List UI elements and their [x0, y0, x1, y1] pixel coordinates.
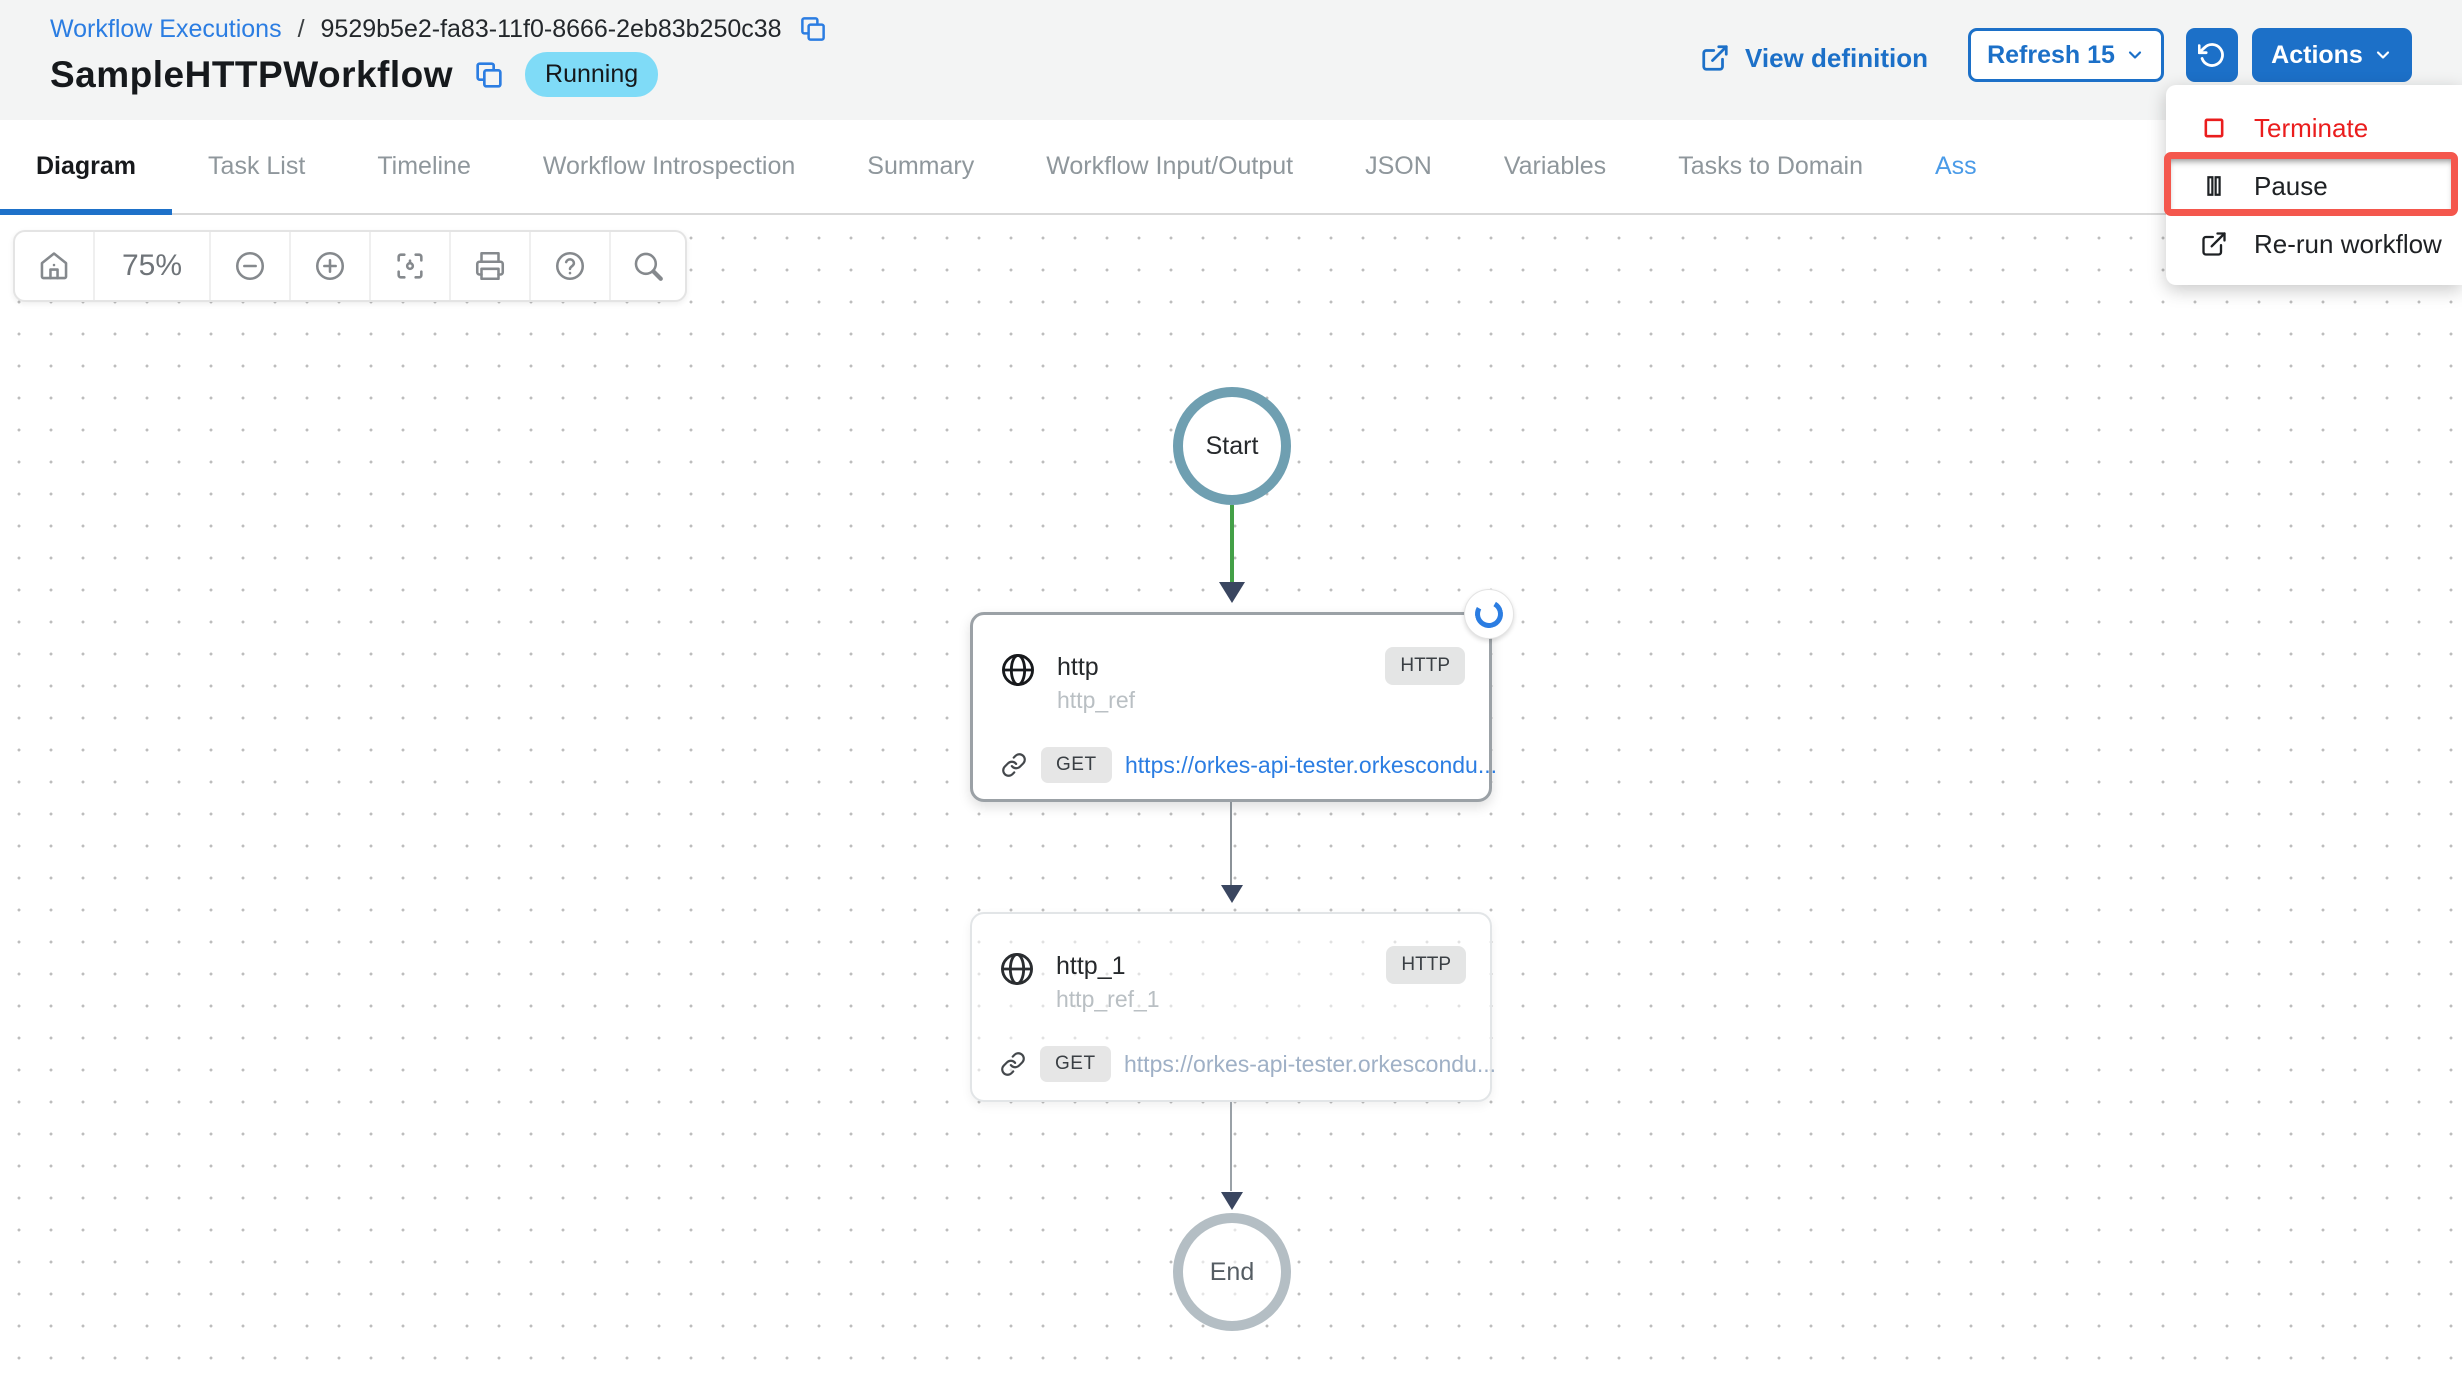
end-node-label: End: [1209, 1257, 1255, 1286]
task-url-link[interactable]: https://orkes-api-tester.orkescondu...: [1125, 752, 1498, 778]
copy-icon[interactable]: [798, 14, 828, 44]
task-card-http[interactable]: http http_ref HTTP GET https://orkes-api…: [970, 612, 1497, 802]
task-card-http-1[interactable]: http_1 http_ref_1 HTTP GET https://orkes…: [970, 912, 1496, 1102]
task-running-spinner: [1464, 589, 1514, 639]
actions-button-label: Actions: [2271, 40, 2363, 69]
task-method-badge: GET: [1041, 747, 1112, 783]
tab-tasks-to-domain[interactable]: Tasks to Domain: [1642, 120, 1899, 213]
tab-label: Workflow Input/Output: [1046, 152, 1294, 180]
menu-item-rerun-workflow[interactable]: Re-run workflow: [2166, 215, 2462, 273]
chevron-down-icon: [2373, 45, 2393, 65]
tab-json[interactable]: JSON: [1329, 120, 1468, 213]
status-badge: Running: [525, 52, 659, 97]
task-ref: http_ref_1: [1056, 986, 1160, 1012]
breadcrumb-separator: /: [297, 14, 305, 43]
help-button[interactable]: [531, 232, 611, 300]
menu-item-pause[interactable]: Pause: [2166, 157, 2462, 215]
start-node[interactable]: Start: [1173, 387, 1291, 505]
task-name: http_1: [1056, 952, 1126, 980]
menu-item-terminate[interactable]: Terminate: [2166, 99, 2462, 157]
tab-label: Variables: [1503, 152, 1607, 180]
arrowhead-start-to-http: [1219, 582, 1245, 603]
task-url-link[interactable]: https://orkes-api-tester.orkescondu...: [1124, 1051, 1497, 1077]
actions-dropdown-menu: Terminate Pause Re-run workflow: [2166, 85, 2462, 285]
external-link-icon: [2200, 230, 2228, 258]
print-icon: [473, 249, 507, 283]
task-method-badge: GET: [1040, 1046, 1111, 1082]
menu-item-label: Re-run workflow: [2254, 228, 2442, 259]
tab-bar: Diagram Task List Timeline Workflow Intr…: [0, 120, 2462, 215]
tab-truncated[interactable]: Ass: [1899, 120, 2013, 213]
tab-label: Timeline: [377, 152, 471, 180]
refresh-button-label: Refresh 15: [1987, 40, 2115, 69]
spinner-arc: [1471, 596, 1507, 632]
zoom-in-icon: [313, 249, 347, 283]
zoom-out-button[interactable]: [211, 232, 291, 300]
zoom-level-label: 75%: [121, 249, 183, 282]
task-type-badge: HTTP: [1386, 946, 1466, 984]
task-type-badge: HTTP: [1385, 647, 1465, 685]
tab-task-list[interactable]: Task List: [172, 120, 341, 213]
task-ref: http_ref: [1057, 687, 1135, 713]
external-link-icon: [1700, 43, 1730, 73]
tab-diagram[interactable]: Diagram: [0, 120, 173, 215]
end-node[interactable]: End: [1173, 1213, 1291, 1331]
stop-icon: [2200, 114, 2228, 142]
page-title: SampleHTTPWorkflow: [50, 53, 454, 95]
pause-icon: [2200, 172, 2228, 200]
chevron-down-icon: [2125, 45, 2145, 65]
tab-variables[interactable]: Variables: [1468, 120, 1642, 213]
connector-http-to-http1: [1230, 802, 1232, 886]
refresh-now-button[interactable]: [2186, 28, 2238, 82]
search-icon: [631, 249, 665, 283]
home-icon: [37, 249, 71, 283]
help-icon: [553, 249, 587, 283]
copy-icon[interactable]: [473, 59, 505, 91]
breadcrumb: Workflow Executions / 9529b5e2-fa83-11f0…: [50, 14, 828, 44]
menu-item-label: Pause: [2254, 170, 2328, 201]
tab-summary[interactable]: Summary: [831, 120, 1010, 213]
zoom-in-button[interactable]: [291, 232, 371, 300]
title-row: SampleHTTPWorkflow Running: [50, 52, 659, 97]
fit-view-icon: [393, 249, 427, 283]
diagram-toolbar: 75%: [13, 230, 687, 302]
globe-icon: [998, 950, 1036, 988]
view-definition-label: View definition: [1745, 42, 1928, 73]
tab-label: JSON: [1365, 152, 1432, 180]
arrowhead-http-to-http1: [1221, 885, 1243, 903]
tab-label: Task List: [208, 152, 306, 180]
start-node-label: Start: [1205, 431, 1259, 460]
tab-label: Diagram: [36, 152, 137, 180]
tab-workflow-input-output[interactable]: Workflow Input/Output: [1010, 120, 1329, 213]
tab-label: Ass: [1934, 152, 1977, 180]
view-definition-link[interactable]: View definition: [1700, 38, 1928, 78]
globe-icon: [999, 651, 1037, 689]
breadcrumb-execution-id: 9529b5e2-fa83-11f0-8666-2eb83b250c38: [320, 14, 782, 43]
tab-timeline[interactable]: Timeline: [341, 120, 507, 213]
home-reset-view-button[interactable]: [15, 232, 95, 300]
tab-label: Tasks to Domain: [1678, 152, 1863, 180]
actions-button[interactable]: Actions: [2252, 28, 2412, 82]
refresh-interval-button[interactable]: Refresh 15: [1968, 28, 2164, 82]
refresh-icon: [2198, 41, 2226, 69]
task-name: http: [1057, 653, 1099, 681]
link-icon: [1000, 1051, 1026, 1077]
print-button[interactable]: [451, 232, 531, 300]
zoom-out-icon: [233, 249, 267, 283]
diagram-canvas[interactable]: Start http http_ref HTTP GET: [0, 215, 2462, 1378]
page-header: Workflow Executions / 9529b5e2-fa83-11f0…: [0, 0, 2462, 120]
tab-label: Workflow Introspection: [542, 152, 796, 180]
zoom-level-indicator: 75%: [95, 232, 211, 300]
search-button[interactable]: [611, 232, 685, 300]
connector-http1-to-end: [1230, 1102, 1232, 1191]
fit-view-button[interactable]: [371, 232, 451, 300]
breadcrumb-workflow-executions-link[interactable]: Workflow Executions: [50, 14, 282, 43]
menu-item-label: Terminate: [2254, 112, 2369, 143]
arrowhead-http1-to-end: [1221, 1192, 1243, 1210]
tab-label: Summary: [867, 152, 975, 180]
tab-workflow-introspection[interactable]: Workflow Introspection: [507, 120, 831, 213]
connector-start-to-http: [1230, 505, 1234, 583]
link-icon: [1001, 752, 1027, 778]
